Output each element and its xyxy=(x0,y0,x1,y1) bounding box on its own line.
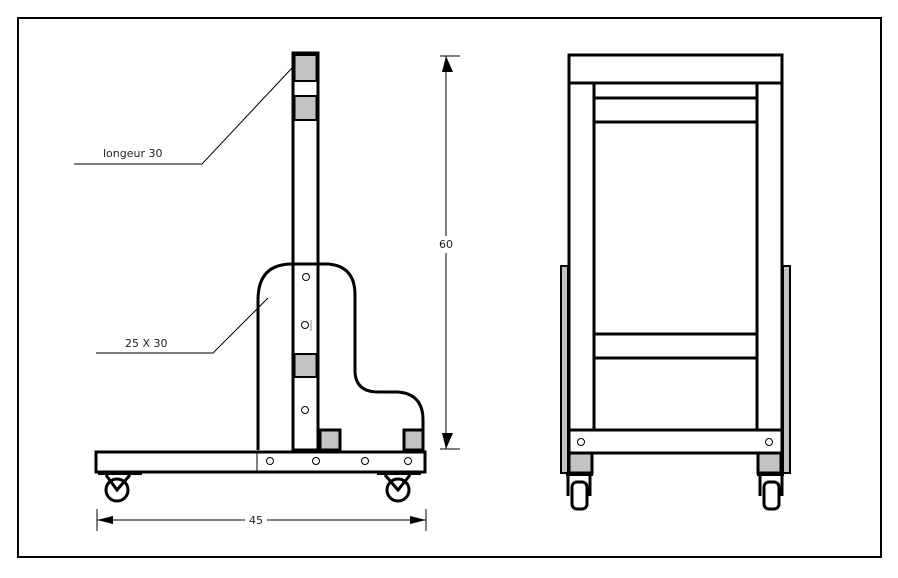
caster-right xyxy=(377,472,421,503)
drawing-frame xyxy=(17,17,882,558)
post-block-top xyxy=(293,54,318,82)
bolt-hole xyxy=(765,438,773,446)
foot-right xyxy=(756,451,783,475)
side-view: 60 45 longeur 30 25 X 30 xyxy=(74,51,460,531)
leader-panel xyxy=(96,297,269,354)
bolt-hole xyxy=(404,457,412,465)
side-plate-right xyxy=(782,265,791,474)
top-rail xyxy=(567,53,784,85)
dimension-height: 60 xyxy=(439,55,460,450)
front-view xyxy=(560,53,791,511)
bolt-hole xyxy=(301,406,309,414)
dimension-height-label: 60 xyxy=(439,238,453,251)
leg-left xyxy=(567,81,596,432)
bolt-hole xyxy=(302,273,310,281)
post-block-3 xyxy=(293,353,318,378)
caster-front-right xyxy=(757,473,784,511)
base-beam xyxy=(94,450,427,474)
bolt-hole xyxy=(361,457,369,465)
caster-left xyxy=(98,472,142,503)
label-post-length: longeur 30 xyxy=(103,147,163,160)
bolt-hole xyxy=(577,438,585,446)
label-panel-size: 25 X 30 xyxy=(125,337,168,350)
dimension-width-label: 45 xyxy=(249,514,263,527)
vertical-post xyxy=(291,51,320,452)
leg-right xyxy=(755,81,784,432)
caster-front-left xyxy=(566,473,593,511)
bolt-hole xyxy=(301,321,309,329)
cleat-block xyxy=(402,428,425,452)
bottom-rail xyxy=(567,428,784,455)
bolt-hole xyxy=(266,457,274,465)
side-panel-outline xyxy=(256,262,425,450)
foot-left xyxy=(567,451,594,475)
leader-post xyxy=(74,67,293,165)
cleat-block xyxy=(318,428,342,452)
side-plate-left xyxy=(560,265,569,474)
bolt-hole xyxy=(312,457,320,465)
post-block-2 xyxy=(293,95,318,121)
dimension-width: 45 xyxy=(96,509,427,531)
